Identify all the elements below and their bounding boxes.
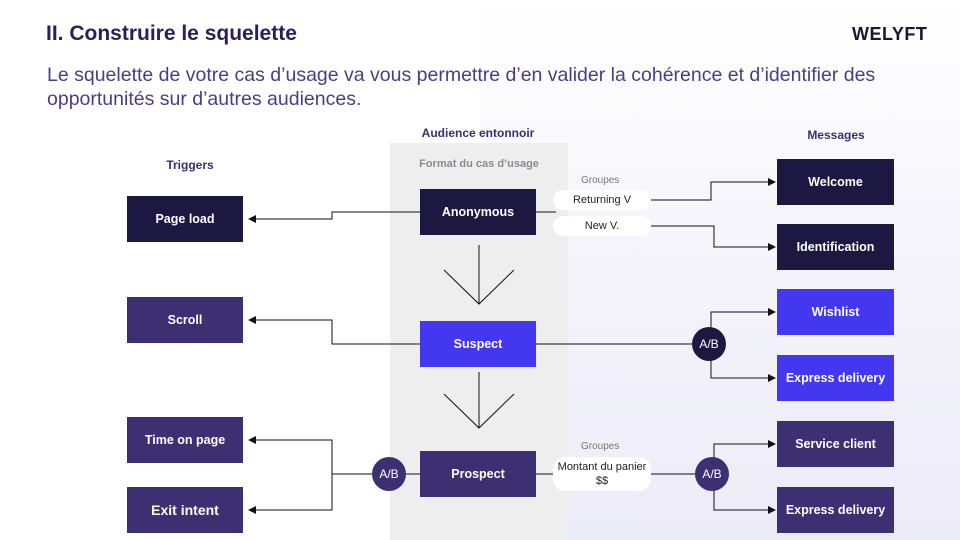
arrow-anonymous-pageload (248, 211, 420, 223)
group-new-visitor: New V. (553, 216, 651, 236)
funnel-anonymous: Anonymous (420, 189, 536, 235)
message-express-delivery-1: Express delivery (777, 355, 894, 401)
message-identification: Identification (777, 224, 894, 270)
funnel-chevron-1 (443, 269, 515, 305)
group-montant-panier: Montant du panier $$ (553, 457, 651, 491)
ab-test-prospect-triggers: A/B (372, 457, 406, 491)
groups-label-bottom: Groupes (581, 441, 620, 452)
format-heading: Format du cas d’usage (419, 158, 539, 170)
arrow-ab-express1 (710, 360, 776, 382)
trigger-scroll: Scroll (127, 297, 243, 343)
messages-heading: Messages (807, 128, 865, 142)
message-express-delivery-2: Express delivery (777, 487, 894, 533)
page-title: II. Construire le squelette (46, 22, 297, 45)
trigger-exit-intent: Exit intent (127, 487, 243, 533)
arrow-ab-exitintent (248, 474, 333, 514)
arrow-ab-timeonpage (248, 436, 372, 475)
arrow-ab-express2 (713, 490, 776, 514)
group-returning-visitor: Returning V (553, 190, 651, 210)
page-subtitle: Le squelette de votre cas d’usage va vou… (47, 64, 876, 110)
triggers-heading: Triggers (166, 158, 214, 172)
funnel-chevron-2 (443, 393, 515, 429)
arrow-ab-wishlist (710, 308, 776, 328)
audience-heading: Audience entonnoir (421, 126, 535, 140)
trigger-page-load: Page load (127, 196, 243, 242)
message-service-client: Service client (777, 421, 894, 467)
arrow-suspect-scroll (248, 316, 420, 345)
funnel-suspect: Suspect (420, 321, 536, 367)
funnel-prospect: Prospect (420, 451, 536, 497)
welyft-logo: WELYFT (852, 24, 928, 44)
ab-test-suspect: A/B (692, 327, 726, 361)
message-welcome: Welcome (777, 159, 894, 205)
arrow-ab-serviceclient (713, 440, 776, 458)
groups-label-top: Groupes (581, 175, 620, 186)
arrow-new-identification (650, 225, 776, 251)
arrow-returning-welcome (650, 178, 776, 201)
trigger-time-on-page: Time on page (127, 417, 243, 463)
message-wishlist: Wishlist (777, 289, 894, 335)
ab-test-prospect-messages: A/B (695, 457, 729, 491)
